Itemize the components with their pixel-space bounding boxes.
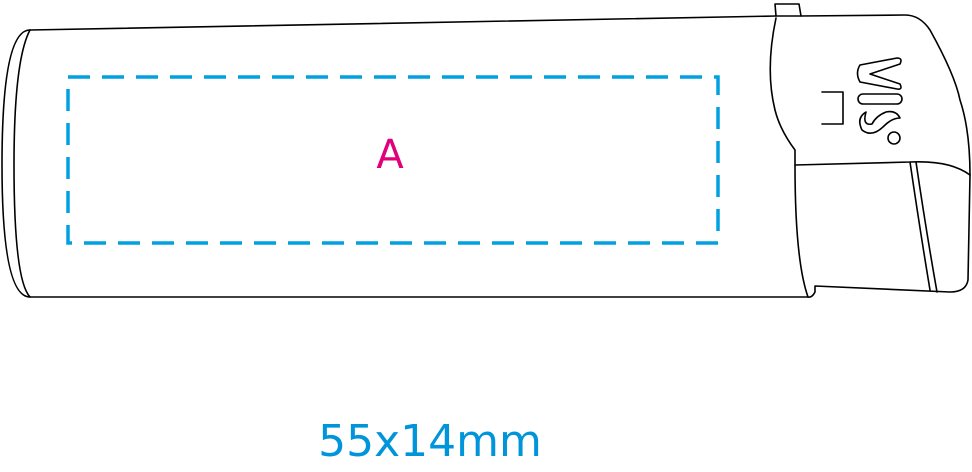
dimensions-label: 55x14mm [318, 416, 542, 467]
print-area-label: A [376, 132, 404, 178]
vis-logo [856, 57, 903, 145]
lighter-body [1, 3, 971, 298]
print-area-border [66, 75, 720, 245]
